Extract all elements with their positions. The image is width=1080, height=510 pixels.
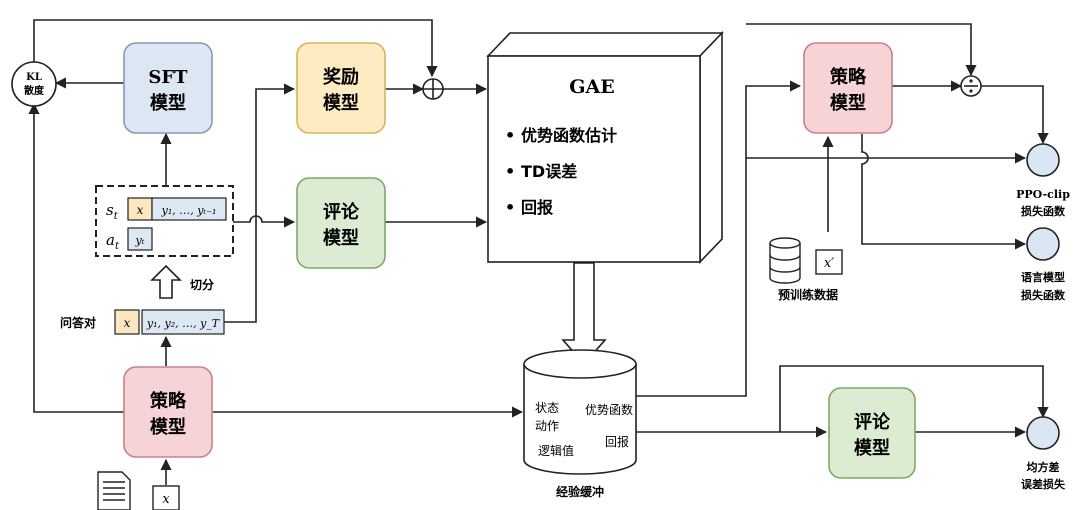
arrow-top-to-divide: [746, 23, 977, 77]
bottom-x-box: x: [152, 485, 180, 510]
mse-loss: 均方差 误差损失: [1021, 416, 1066, 491]
kl-divergence: KL 散度: [11, 61, 57, 107]
critic-left-line2: 模型: [323, 227, 359, 249]
lm-loss-line1: 语言模型: [1021, 270, 1065, 284]
gae-item-advantage: 优势函数估计: [521, 126, 617, 145]
ppo-clip-line1: PPO-clip: [1016, 188, 1070, 201]
a-y-t-cell: yₜ: [135, 234, 145, 247]
split-arrow: [150, 264, 182, 299]
split-label: 切分: [190, 277, 214, 292]
policy-right-line1: 策略: [830, 66, 867, 88]
sft-model-box: SFT 模型: [123, 42, 213, 134]
arrow-qa-to-reward: [224, 83, 296, 323]
state-action-box: st at x y₁, …, yₜ₋₁ yₜ: [95, 185, 234, 257]
buffer-label: 经验缓冲: [556, 484, 604, 499]
critic-right-line2: 模型: [854, 437, 890, 459]
experience-buffer: 状态 动作 优势函数 逻辑值 回报 经验缓冲: [523, 349, 637, 499]
buffer-logits: 逻辑值: [538, 443, 574, 458]
policy-right-line2: 模型: [830, 92, 866, 114]
policy-bottom-line1: 策略: [150, 390, 187, 412]
plus-operator: [422, 78, 444, 100]
qa-x-cell: x: [124, 316, 131, 330]
document-icon: [97, 471, 131, 510]
gae-item-td: TD误差: [521, 162, 577, 181]
a-t-label: at: [106, 231, 120, 252]
database-icon: [769, 237, 801, 284]
gae-bullet-1: •: [505, 126, 515, 145]
arrow-policy-to-lm: [861, 134, 1027, 250]
arrow-loop-to-mse: [779, 365, 1049, 432]
mse-line1: 均方差: [1027, 460, 1060, 474]
reward-line1: 奖励: [323, 66, 359, 88]
critic-right-line1: 评论: [854, 411, 891, 433]
s-x-cell: x: [137, 203, 144, 217]
gae-bullet-3: •: [505, 198, 515, 217]
ppo-clip-loss: PPO-clip 损失函数: [1016, 143, 1070, 218]
gae-item-return: 回报: [521, 198, 553, 217]
gae-title: GAE: [569, 76, 614, 98]
bottom-x: x: [162, 492, 170, 507]
pretrain-label: 预训练数据: [778, 287, 838, 302]
critic-model-left-box: 评论 模型: [296, 177, 386, 269]
arrow-divide-to-ppo: [981, 85, 1049, 145]
s-t-label: st: [106, 201, 119, 222]
reward-line2: 模型: [323, 92, 359, 114]
s-y-seq-cell: y₁, …, yₜ₋₁: [161, 204, 217, 217]
sft-line2: 模型: [150, 92, 186, 114]
mse-line2: 误差损失: [1021, 477, 1066, 491]
gae-box: GAE • 优势函数估计 • TD误差 • 回报: [486, 31, 724, 264]
x-prime-box: x′: [815, 249, 843, 275]
sft-line1: SFT: [148, 67, 188, 88]
arrow-top-loop-to-plus: [33, 19, 438, 78]
connectors: [28, 19, 1049, 485]
arrow-policy-to-kl: [28, 102, 124, 413]
buffer-return: 回报: [605, 434, 629, 449]
policy-model-right-box: 策略 模型: [803, 42, 893, 134]
divide-operator: [960, 75, 982, 97]
buffer-advantage: 优势函数: [585, 402, 633, 417]
kl-line1: KL: [26, 72, 42, 83]
x-prime: x′: [824, 256, 834, 271]
buffer-action: 动作: [535, 419, 559, 433]
qa-pair: 问答对 x y₁, y₂, …, y_T: [60, 309, 225, 335]
arrow-state-to-critic: [233, 215, 296, 228]
buffer-state: 状态: [535, 401, 559, 415]
arrow-gae-to-buffer: [561, 262, 607, 366]
critic-model-right-box: 评论 模型: [828, 387, 916, 479]
lm-loss: 语言模型 损失函数: [1021, 227, 1066, 302]
ppo-clip-line2: 损失函数: [1021, 204, 1066, 218]
lm-loss-line2: 损失函数: [1021, 288, 1066, 302]
gae-bullet-2: •: [505, 162, 515, 181]
reward-model-box: 奖励 模型: [296, 42, 386, 134]
critic-left-line1: 评论: [323, 201, 360, 223]
policy-bottom-line2: 模型: [150, 416, 186, 438]
qa-y-seq-cell: y₁, y₂, …, y_T: [146, 317, 221, 330]
qa-label: 问答对: [60, 315, 96, 330]
policy-model-bottom-box: 策略 模型: [123, 366, 213, 458]
arrow-buffer-to-policy: [636, 80, 802, 397]
kl-line2: 散度: [24, 84, 45, 97]
